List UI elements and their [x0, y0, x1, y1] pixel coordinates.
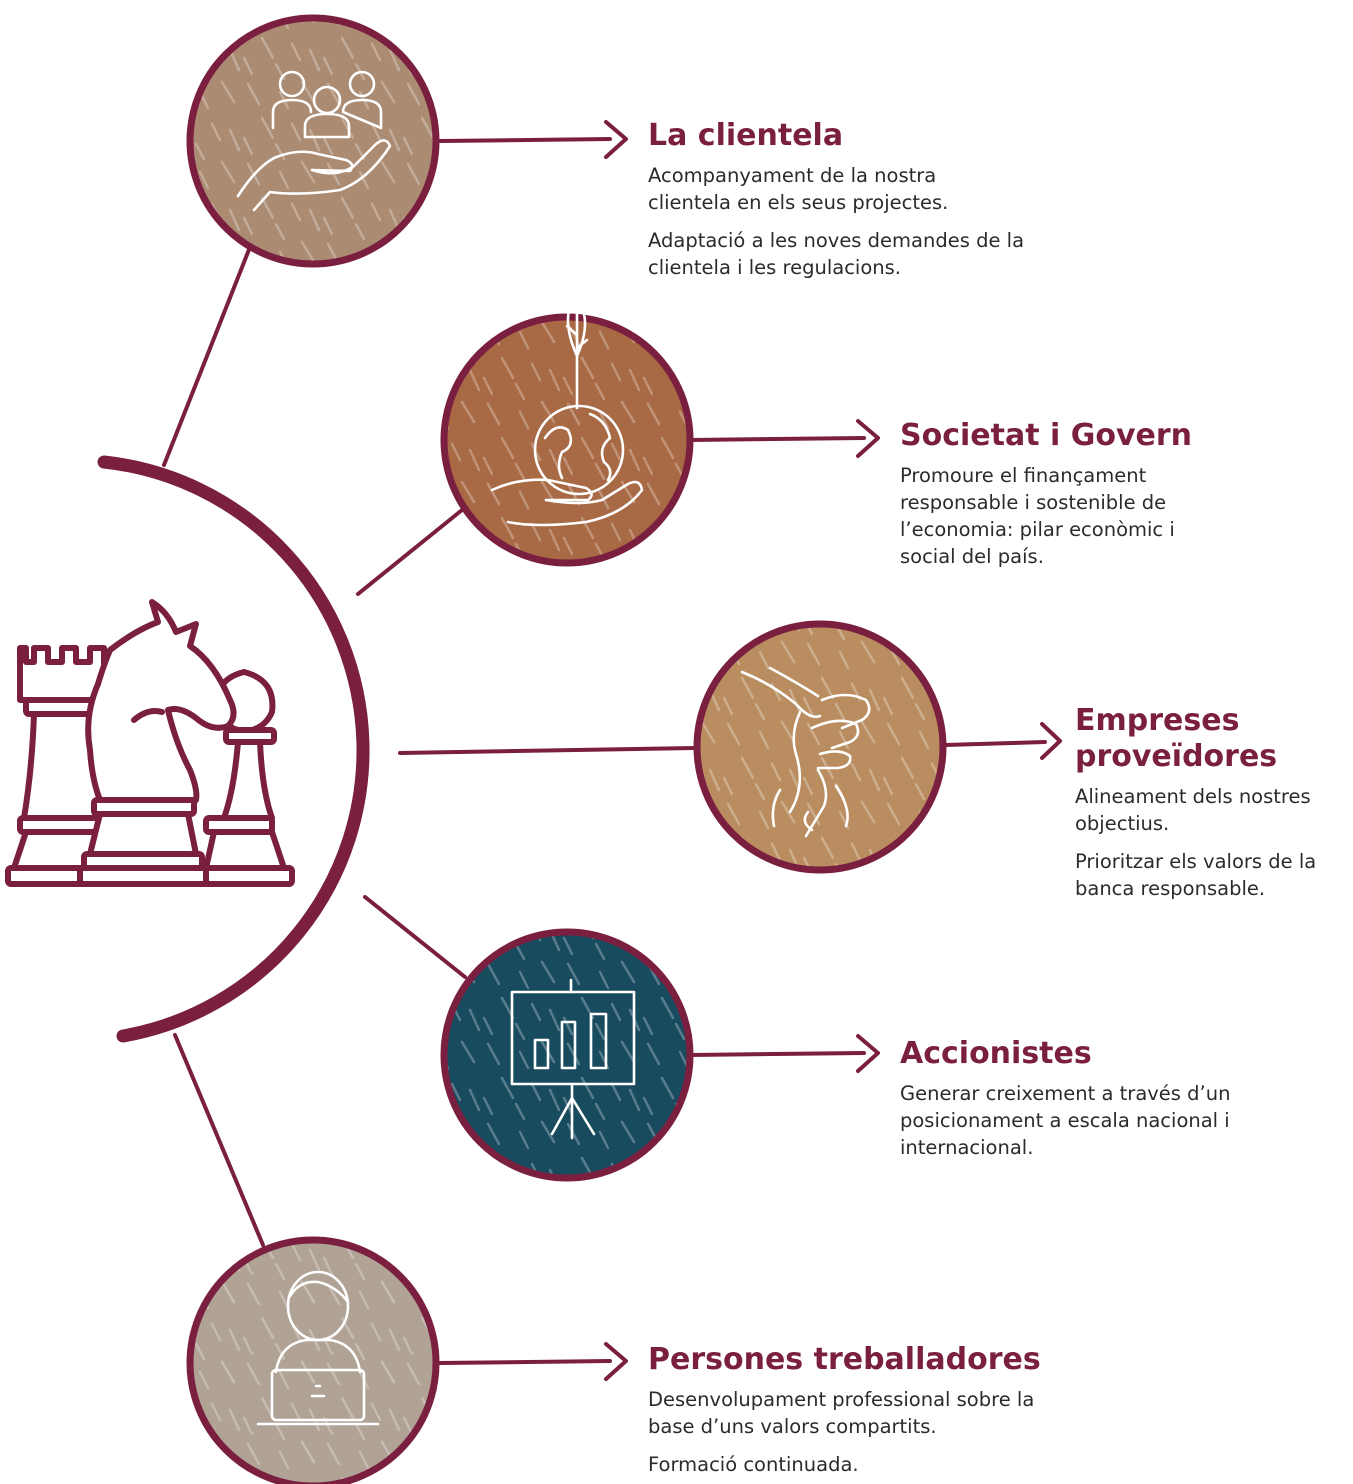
- connector-societat: [688, 436, 866, 442]
- spoke-persones: [173, 1033, 265, 1247]
- joined-hands-icon: [740, 666, 871, 838]
- entry-empreses: Empreses proveïdores Alineament dels nos…: [1075, 703, 1347, 913]
- spoke-accionistes: [363, 895, 467, 979]
- entry-title: Persones treballadores: [648, 1342, 1041, 1377]
- entry-accionistes: Accionistes Generar creixement a través …: [900, 1036, 1280, 1172]
- arrow-empreses: [1040, 722, 1062, 760]
- arrow-clientela: [604, 120, 628, 159]
- entry-text: Alineament dels nostres objectius.: [1075, 785, 1311, 835]
- connector-empreses: [943, 740, 1047, 747]
- globe-with-sprout-icon: [490, 294, 644, 527]
- arrow-societat: [856, 419, 880, 458]
- spoke-empreses: [398, 746, 697, 755]
- person-at-laptop-icon: [256, 1270, 380, 1426]
- arrow-persones: [604, 1342, 628, 1381]
- presentation-board-icon: [510, 978, 636, 1140]
- entry-text: Desenvolupament professional sobre la ba…: [648, 1388, 1035, 1438]
- central-arc: [97, 455, 370, 1043]
- entry-title: La clientela: [648, 118, 844, 153]
- entry-text: Generar creixement a través d’un posicio…: [900, 1082, 1231, 1159]
- chess-pieces-icon: [5, 599, 295, 887]
- entry-title: Empreses proveïdores: [1075, 703, 1278, 774]
- entry-text: Promoure el finançament responsable i so…: [900, 464, 1175, 568]
- entry-title: Societat i Govern: [900, 418, 1193, 453]
- connector-accionistes: [688, 1051, 866, 1057]
- entry-text: Acompanyament de la nostra clientela en …: [648, 164, 949, 214]
- entry-text: Adaptació a les noves demandes de la cli…: [648, 229, 1025, 279]
- accionistes-circle: [440, 928, 694, 1182]
- spoke-clientela: [162, 240, 254, 467]
- entry-persones: Persones treballadores Desenvolupament p…: [648, 1342, 1108, 1484]
- entry-clientela: La clientela Acompanyament de la nostra …: [648, 118, 1068, 292]
- entry-text: Prioritzar els valors de la banca respon…: [1075, 850, 1317, 900]
- persones-circle: [186, 1236, 440, 1484]
- entry-societat: Societat i Govern Promoure el finançamen…: [900, 418, 1230, 581]
- knight-icon: [77, 599, 237, 887]
- entry-title: Accionistes: [900, 1036, 1092, 1071]
- people-in-hand-icon: [236, 70, 392, 212]
- connector-persones: [438, 1359, 612, 1365]
- clientela-circle: [186, 14, 440, 268]
- empreses-circle: [693, 620, 947, 874]
- spoke-societat: [356, 508, 464, 596]
- entry-text: Formació continuada.: [648, 1453, 859, 1476]
- societat-circle: [440, 294, 694, 567]
- pawn-icon: [195, 669, 295, 887]
- connector-clientela: [438, 137, 612, 143]
- arrow-accionistes: [856, 1034, 880, 1073]
